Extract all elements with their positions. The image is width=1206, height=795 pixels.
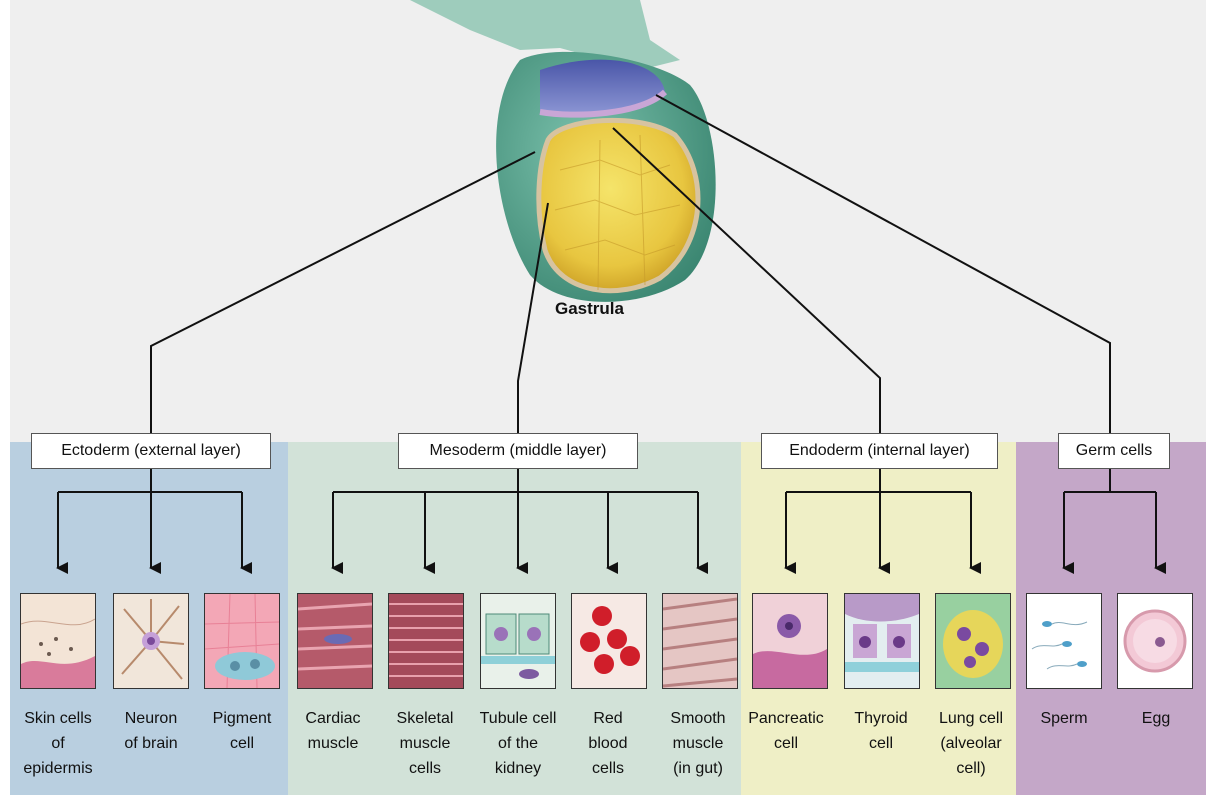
label-smooth-muscle: Smooth muscle (in gut) bbox=[652, 706, 744, 781]
label-thyroid-cell: Thyroid cell bbox=[835, 706, 927, 756]
label-sperm: Sperm bbox=[1018, 706, 1110, 731]
gastrula-label: Gastrula bbox=[555, 299, 624, 319]
endoderm-box: Endoderm (internal layer) bbox=[761, 433, 998, 469]
pancreatic-cell-image bbox=[752, 593, 828, 689]
sperm-image bbox=[1026, 593, 1102, 689]
label-neuron: Neuron of brain bbox=[105, 706, 197, 756]
label-skin-cells: Skin cells of epidermis bbox=[12, 706, 104, 781]
lung-cell-image bbox=[935, 593, 1011, 689]
pigment-cell-image bbox=[204, 593, 280, 689]
label-pigment-cell: Pigment cell bbox=[196, 706, 288, 756]
germ-cells-box: Germ cells bbox=[1058, 433, 1170, 469]
egg-image bbox=[1117, 593, 1193, 689]
label-tubule-cell: Tubule cell of the kidney bbox=[472, 706, 564, 781]
skeletal-muscle-image bbox=[388, 593, 464, 689]
smooth-muscle-image bbox=[662, 593, 738, 689]
label-pancreatic-cell: Pancreatic cell bbox=[740, 706, 832, 756]
label-egg: Egg bbox=[1110, 706, 1202, 731]
red-blood-cells-image bbox=[571, 593, 647, 689]
neuron-image bbox=[113, 593, 189, 689]
label-lung-cell: Lung cell (alveolar cell) bbox=[925, 706, 1017, 781]
cardiac-muscle-image bbox=[297, 593, 373, 689]
branch-arrows bbox=[58, 469, 1156, 568]
mesoderm-box: Mesoderm (middle layer) bbox=[398, 433, 638, 469]
label-red-blood-cells: Red blood cells bbox=[562, 706, 654, 781]
ectoderm-box: Ectoderm (external layer) bbox=[31, 433, 271, 469]
label-cardiac-muscle: Cardiac muscle bbox=[287, 706, 379, 756]
tubule-cell-image bbox=[480, 593, 556, 689]
thyroid-cell-image bbox=[844, 593, 920, 689]
label-skeletal-muscle: Skeletal muscle cells bbox=[379, 706, 471, 781]
gastrula-body bbox=[410, 0, 716, 302]
skin-cell-image bbox=[20, 593, 96, 689]
